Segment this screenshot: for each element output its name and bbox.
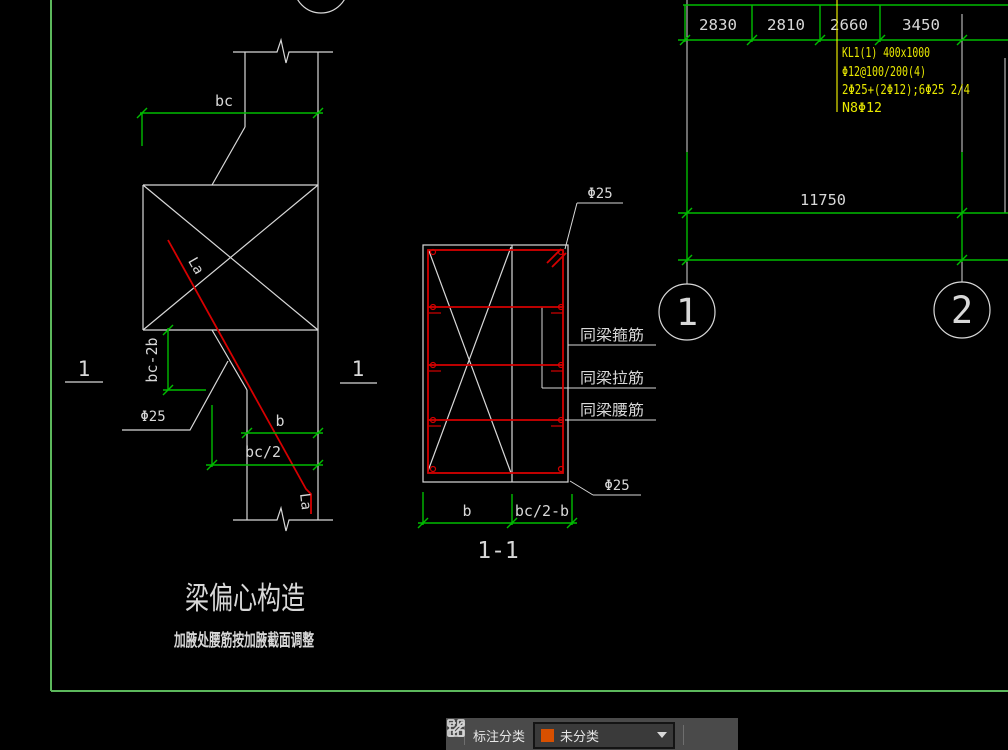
category-dropdown[interactable]: 未分类	[533, 721, 676, 749]
beam-note-line-4: N8Φ12	[842, 101, 882, 116]
beam-annotation: KL1(1) 400x1000 Φ12@100/200(4) 2Φ25+(2Φ1…	[836, 0, 970, 116]
section-1-1-lines	[422, 202, 656, 496]
leader-stirrup-label: 同梁箍筋	[580, 326, 644, 344]
rebar-phi25-label: Φ25	[140, 409, 165, 425]
axis-bubble-2: 2	[951, 289, 973, 332]
section-top-phi25-label: Φ25	[587, 186, 612, 202]
dim-bc-2b-label: bc-2b	[143, 337, 161, 382]
axis-bubble-partial	[297, 0, 345, 14]
elevation-dimensions	[678, 4, 1008, 266]
axis-bubble-1: 1	[676, 291, 698, 334]
section-dim-b-label: b	[462, 502, 471, 520]
section-1-1-dimensions	[417, 492, 578, 529]
beam-note-line-3: 2Φ25+(2Φ12);6Φ25 2/4	[842, 83, 970, 98]
left-detail-labels: bc bc-2b b bc/2 Φ25 La La 1 1 梁偏心构造 加腋处腰…	[78, 92, 365, 651]
dim-bc-label: bc	[215, 92, 233, 110]
beam-note-line-2: Φ12@100/200(4)	[842, 65, 926, 80]
detail-subtitle: 加腋处腰筋按加腋截面调整	[173, 630, 314, 651]
span-dim-2830: 2830	[699, 16, 737, 34]
category-color-swatch	[541, 728, 555, 742]
annotation-toolbar: 标注分类 未分类	[446, 718, 738, 750]
beam-note-line-1: KL1(1) 400x1000	[842, 46, 930, 61]
section-name-label: 1-1	[477, 538, 519, 564]
anchor-la-lower-label: La	[296, 492, 314, 511]
elevation-dim-labels: 2830 2810 2660 3450 11750	[699, 16, 940, 209]
section-1-1-rebar	[427, 248, 567, 474]
leader-tie-label: 同梁拉筋	[580, 369, 644, 387]
drawing-frame	[50, 0, 1008, 692]
toolbar-separator	[683, 725, 685, 745]
total-dim-11750: 11750	[800, 191, 846, 209]
left-detail-dimensions	[136, 107, 324, 471]
left-detail-lines	[65, 37, 377, 532]
span-dim-2810: 2810	[767, 16, 805, 34]
dim-b-label: b	[275, 412, 284, 430]
section-dim-bc2-b-label: bc/2-b	[515, 502, 569, 520]
axis-bubble-labels: 1 2	[676, 289, 973, 334]
span-dim-3450: 3450	[902, 16, 940, 34]
chevron-down-icon	[657, 732, 668, 738]
category-dropdown-value: 未分类	[560, 729, 600, 745]
section-marker-1-right: 1	[352, 357, 365, 381]
leader-waist-label: 同梁腰筋	[580, 401, 644, 419]
span-dim-2660: 2660	[830, 16, 868, 34]
offset-rebar-line	[167, 239, 312, 514]
dim-bc-half-label: bc/2	[245, 443, 281, 461]
section-marker-1-left: 1	[78, 357, 91, 381]
category-label: 标注分类	[473, 729, 526, 745]
section-1-1-labels: Φ25 Φ25 同梁箍筋 同梁拉筋 同梁腰筋 b bc/2-b 1-1	[462, 186, 644, 564]
detail-title: 梁偏心构造	[185, 581, 305, 617]
section-bottom-phi25-label: Φ25	[604, 478, 629, 494]
anchor-la-upper-label: La	[184, 255, 206, 278]
